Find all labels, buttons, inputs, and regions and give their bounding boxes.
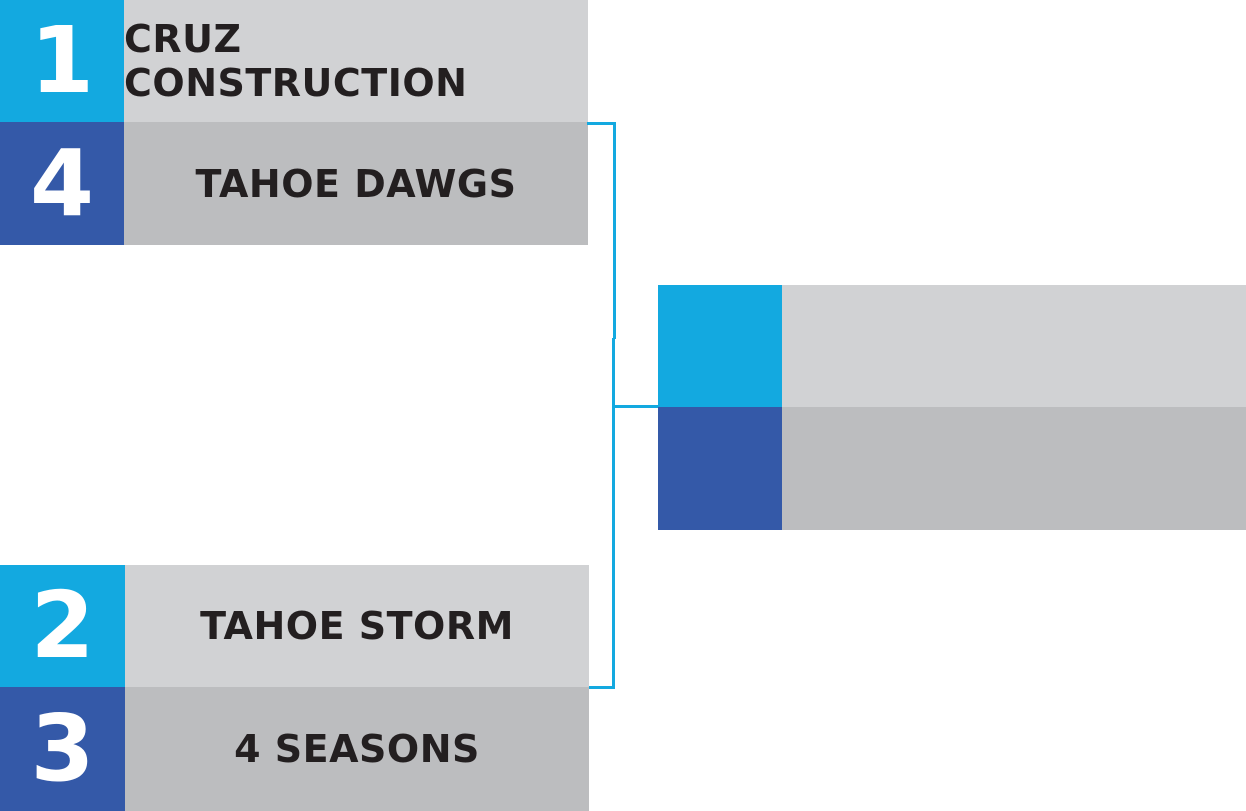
- team-slot: TAHOE STORM: [125, 565, 589, 687]
- seed-badge: 1: [0, 0, 124, 122]
- connector-line: [612, 405, 658, 408]
- team-slot: TAHOE DAWGS: [124, 122, 588, 245]
- seed-badge: 2: [0, 565, 125, 687]
- team-slot-empty: [782, 285, 1246, 407]
- team-slot-empty: [782, 407, 1246, 530]
- seed-badge: 4: [0, 122, 124, 245]
- seed-badge-empty: [658, 285, 782, 407]
- team-slot: CRUZ CONSTRUCTION: [124, 0, 588, 122]
- team-slot: 4 SEASONS: [125, 687, 589, 811]
- seed-badge-empty: [658, 407, 782, 530]
- connector-line: [612, 338, 615, 689]
- seed-badge: 3: [0, 687, 125, 811]
- connector-line: [613, 122, 616, 339]
- connector-line: [587, 122, 616, 125]
- connector-line: [589, 686, 615, 689]
